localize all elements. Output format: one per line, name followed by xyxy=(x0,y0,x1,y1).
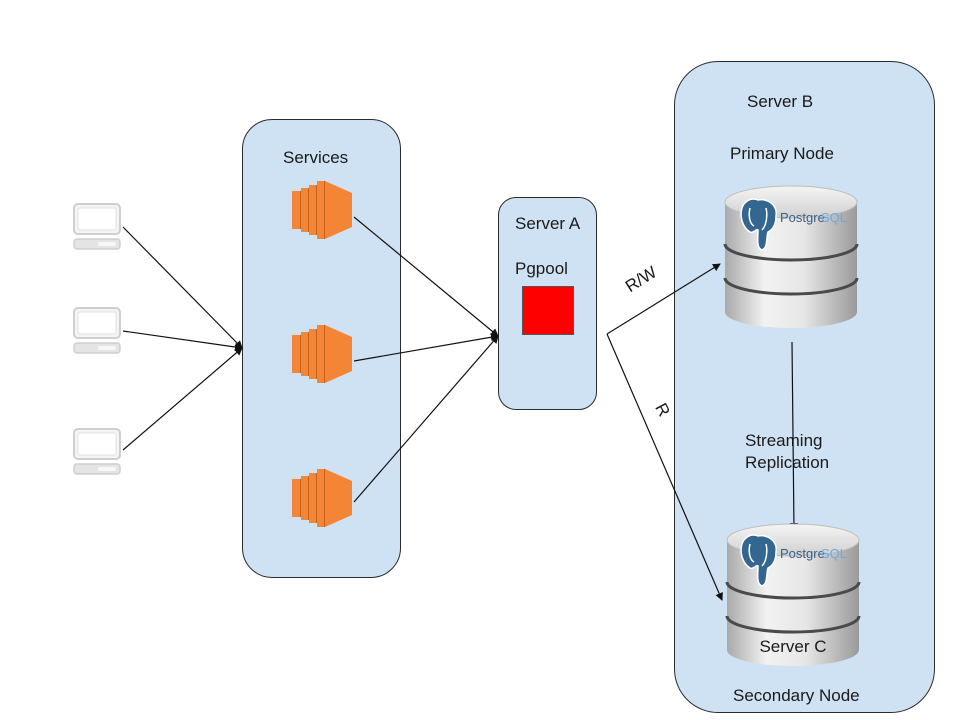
svg-text:Postgre: Postgre xyxy=(780,210,825,225)
client-computer-icon-2 xyxy=(73,307,121,354)
edge-client2-services xyxy=(122,330,243,351)
pgpool-label: Pgpool xyxy=(515,259,568,278)
edge-service2-pgpool xyxy=(353,333,499,362)
ec2-instance-icon-1 xyxy=(291,180,353,240)
client-computer-icon-1 xyxy=(73,203,121,250)
primary-postgresql-db-icon: Postgre SQL xyxy=(723,184,859,330)
svg-text:SQL: SQL xyxy=(821,210,847,225)
pgpool-component xyxy=(522,286,574,335)
edge-r-secondary xyxy=(606,333,723,601)
client-computer-icon-3 xyxy=(73,428,121,475)
services-label: Services xyxy=(283,148,349,167)
ec2-instance-icon-3 xyxy=(291,468,353,528)
edge-service1-pgpool xyxy=(353,216,499,337)
secondary-node-label: Secondary Node xyxy=(733,686,860,705)
edge-rw-primary xyxy=(606,263,721,335)
edge-client3-services xyxy=(122,347,243,451)
server-c-label: Server C xyxy=(759,637,826,656)
server-b-label: Server B xyxy=(747,92,814,111)
replication-label-line1: Streaming xyxy=(745,431,823,450)
secondary-postgresql-db-icon: Postgre SQL Server C xyxy=(725,522,861,668)
server-b-box xyxy=(674,61,935,713)
primary-node-label: Primary Node xyxy=(730,144,834,163)
ec2-instance-icon-2 xyxy=(291,324,353,384)
server-a-label: Server A xyxy=(515,214,581,233)
edge-service3-pgpool xyxy=(353,335,499,503)
edge-streaming-replication xyxy=(789,341,798,531)
replication-label-line2: Replication xyxy=(745,453,830,472)
svg-text:SQL: SQL xyxy=(821,546,847,561)
svg-text:Postgre: Postgre xyxy=(780,546,825,561)
edge-client1-services xyxy=(122,226,243,349)
